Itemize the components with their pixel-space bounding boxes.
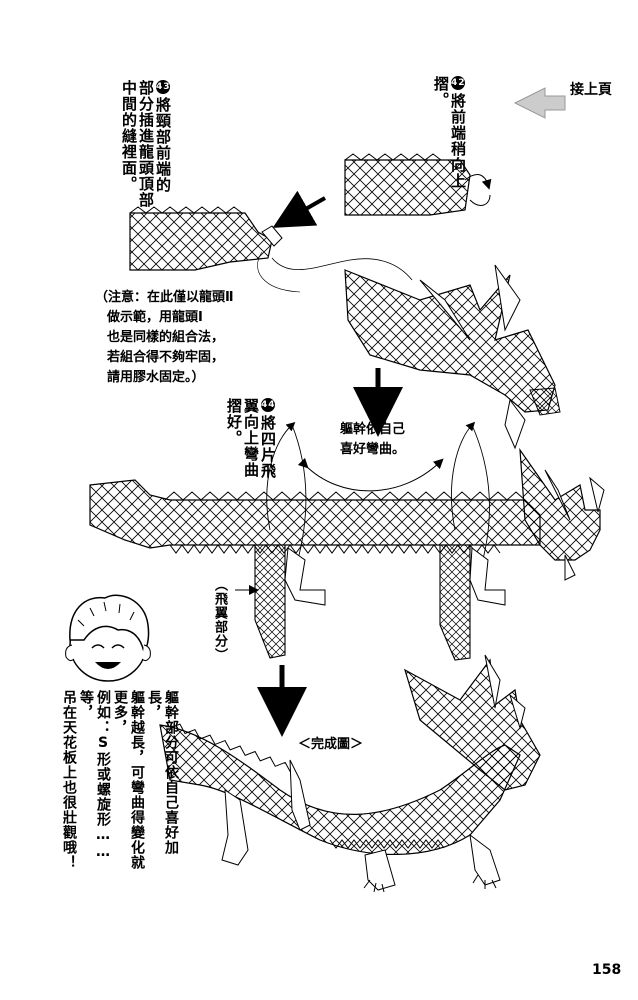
page-number: 158 <box>592 962 622 978</box>
tip-column: 軀幹部分可依自己喜好加長， <box>146 690 179 855</box>
character-face-icon <box>65 594 151 682</box>
body-bend-label: 軀幹依自己 喜好彎曲。 <box>340 420 405 460</box>
character-tip: 軀幹部分可依自己喜好加長， 軀幹越長，可彎曲得變化就更多， 例如：S形或螺旋形…… <box>60 690 179 880</box>
note-line: 若組合得不夠牢固， <box>107 350 225 365</box>
tip-column: 吊在天花板上也很壯觀哦！ <box>61 690 77 870</box>
step-42-text: 將前端稍向上摺。 <box>432 76 467 189</box>
neck-piece-step43 <box>129 206 283 271</box>
continue-label: 接上頁 <box>570 82 612 98</box>
step-43-text: 將頸部前端的部分插進龍頭頂部中間的縫裡面。 <box>120 80 172 208</box>
note-line: 也是同樣的組合法， <box>107 330 225 345</box>
neck-piece-step42 <box>344 153 492 216</box>
step-42-number: 42 <box>451 76 466 90</box>
body-bend-line: 軀幹依自己 <box>340 422 406 437</box>
dragon-body-straight <box>89 479 541 661</box>
note-line: 做示範，用龍頭Ⅰ <box>107 310 203 325</box>
tip-column: 例如：S形或螺旋形……等， <box>78 690 111 861</box>
dragon-finished <box>159 654 541 893</box>
continue-arrow-icon <box>513 87 566 119</box>
step-44: 44將四片飛翼向上彎曲摺好。 <box>225 398 277 490</box>
tip-column: 軀幹越長，可彎曲得變化就更多， <box>112 690 145 870</box>
note-line: （注意：在此僅以龍頭Ⅱ <box>95 290 234 305</box>
step-43-number: 43 <box>156 80 171 94</box>
dragon-head-top <box>344 264 561 450</box>
note: （注意：在此僅以龍頭Ⅱ 做示範，用龍頭Ⅰ 也是同樣的組合法， 若組合得不夠牢固，… <box>95 288 234 388</box>
step-44-number: 44 <box>261 398 276 412</box>
dragon-head-side <box>519 447 605 581</box>
finished-label: ＜完成圖＞ <box>298 737 364 752</box>
step-42: 42將前端稍向上摺。 <box>432 76 467 196</box>
note-line: 請用膠水固定。） <box>107 370 205 385</box>
body-bend-line: 喜好彎曲。 <box>340 442 406 457</box>
step-44-text: 將四片飛翼向上彎曲摺好。 <box>225 398 277 479</box>
step-43: 43將頸部前端的部分插進龍頭頂部中間的縫裡面。 <box>120 80 172 208</box>
wing-part-label: （飛翼部分） <box>212 578 227 662</box>
